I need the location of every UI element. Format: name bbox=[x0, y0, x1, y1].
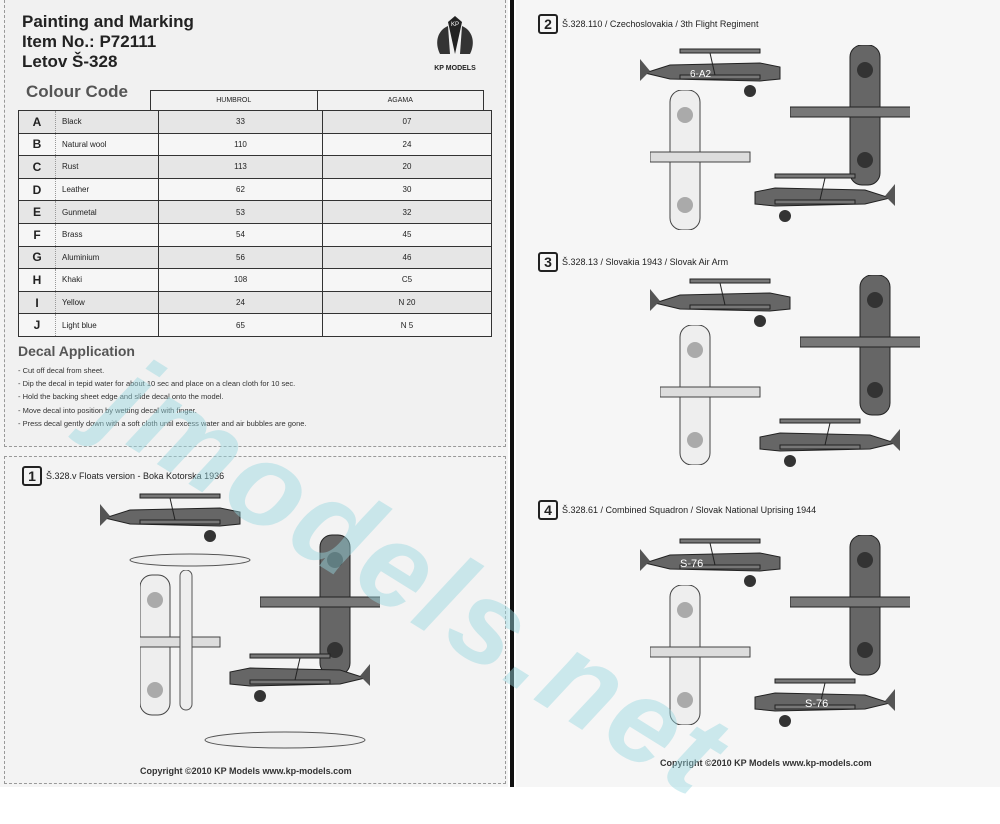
decal-steps: - Cut off decal from sheet. - Dip the de… bbox=[18, 364, 307, 430]
colour-humbrol: 62 bbox=[158, 178, 323, 202]
decal-step: - Hold the backing sheet edge and slide … bbox=[18, 392, 224, 402]
colour-agama: 24 bbox=[322, 133, 492, 157]
scheme-2-side-view-2 bbox=[754, 173, 896, 223]
scheme-2-side-view: 6-A2 bbox=[640, 48, 781, 98]
aircraft-code: S-76 bbox=[805, 698, 828, 710]
colour-humbrol: 56 bbox=[158, 246, 323, 270]
decal-step: - Dip the decal in tepid water for about… bbox=[18, 379, 296, 389]
header: Painting and Marking Item No.: P72111 Le… bbox=[22, 12, 194, 72]
scheme-number: 3 bbox=[538, 252, 558, 272]
scheme-4-side-view: S-76 bbox=[640, 538, 781, 588]
scheme-number: 4 bbox=[538, 500, 558, 520]
colour-code: G bbox=[18, 246, 56, 270]
colour-code: C bbox=[18, 155, 56, 179]
page-title: Painting and Marking bbox=[22, 12, 194, 31]
colour-code: J bbox=[18, 313, 56, 337]
scheme-4-top-view bbox=[790, 535, 910, 676]
colour-code: D bbox=[18, 178, 56, 202]
colour-code: H bbox=[18, 268, 56, 292]
item-number: Item No.: P72111 bbox=[22, 32, 157, 51]
colour-table-header: HUMBROL AGAMA bbox=[150, 90, 484, 111]
decal-step: - Press decal gently down with a soft cl… bbox=[18, 418, 307, 428]
scheme-1-title: 1 Š.328.v Floats version - Boka Kotorska … bbox=[22, 466, 224, 486]
colour-humbrol: 113 bbox=[158, 155, 323, 179]
colour-agama: N 5 bbox=[322, 313, 492, 337]
logo-text: KP MODELS bbox=[434, 65, 476, 72]
colour-code-title: Colour Code bbox=[26, 82, 128, 101]
colour-humbrol: 54 bbox=[158, 223, 323, 247]
colour-name: Gunmetal bbox=[55, 200, 159, 224]
col-agama: AGAMA bbox=[387, 97, 413, 104]
model-name: Letov Š-328 bbox=[22, 52, 118, 71]
scheme-1-side-view bbox=[100, 493, 251, 567]
scheme-2-title: 2 Š.328.110 / Czechoslovakia / 3th Flight… bbox=[538, 14, 758, 34]
scheme-1-side-view-2 bbox=[204, 653, 371, 749]
colour-name: Rust bbox=[55, 155, 159, 179]
decal-title: Decal Application bbox=[18, 343, 135, 359]
colour-agama: 07 bbox=[322, 110, 492, 134]
col-humbrol: HUMBROL bbox=[151, 91, 318, 111]
colour-agama: 30 bbox=[322, 178, 492, 202]
colour-name: Leather bbox=[55, 178, 159, 202]
decal-step: - Cut off decal from sheet. bbox=[18, 366, 105, 375]
scheme-number: 1 bbox=[22, 466, 42, 486]
colour-name: Khaki bbox=[55, 268, 159, 292]
scheme-3-side-view-2 bbox=[759, 418, 901, 468]
colour-agama: C5 bbox=[322, 268, 492, 292]
svg-text:KP: KP bbox=[451, 22, 459, 28]
colour-name: Brass bbox=[55, 223, 159, 247]
colour-code: E bbox=[18, 200, 56, 224]
scheme-4-side-view-2: S-76 bbox=[754, 678, 896, 728]
scheme-3-title: 3 Š.328.13 / Slovakia 1943 / Slovak Air A… bbox=[538, 252, 728, 272]
colour-name: Natural wool bbox=[55, 133, 159, 157]
aircraft-code: 6-A2 bbox=[690, 69, 712, 80]
colour-code: B bbox=[18, 133, 56, 157]
colour-name: Yellow bbox=[55, 291, 159, 315]
scheme-3-top-view bbox=[800, 275, 920, 416]
scheme-4-title: 4 Š.328.61 / Combined Squadron / Slovak N… bbox=[538, 500, 816, 520]
colour-agama: 32 bbox=[322, 200, 492, 224]
page-divider bbox=[510, 0, 514, 787]
scheme-title-text: Š.328.13 / Slovakia 1943 / Slovak Air Ar… bbox=[562, 257, 729, 267]
colour-agama: 46 bbox=[322, 246, 492, 270]
colour-agama: 45 bbox=[322, 223, 492, 247]
decal-step: - Move decal into position by wetting de… bbox=[18, 405, 197, 415]
copyright-right: Copyright ©2010 KP Models www.kp-models.… bbox=[660, 758, 872, 768]
kp-logo: KP KP MODELS bbox=[425, 12, 485, 72]
scheme-2-underside-view bbox=[650, 90, 751, 230]
colour-agama: 20 bbox=[322, 155, 492, 179]
scheme-number: 2 bbox=[538, 14, 558, 34]
aircraft-code: S-76 bbox=[680, 558, 703, 570]
colour-humbrol: 108 bbox=[158, 268, 323, 292]
colour-humbrol: 53 bbox=[158, 200, 323, 224]
colour-humbrol: 24 bbox=[158, 291, 323, 315]
colour-humbrol: 110 bbox=[158, 133, 323, 157]
colour-humbrol: 33 bbox=[158, 110, 323, 134]
colour-code: I bbox=[18, 291, 56, 315]
colour-agama: N 20 bbox=[322, 291, 492, 315]
colour-name: Light blue bbox=[55, 313, 159, 337]
colour-code: A bbox=[18, 110, 56, 134]
scheme-1-panel bbox=[4, 456, 506, 784]
scheme-1-underside-view bbox=[140, 570, 221, 716]
copyright-left: Copyright ©2010 KP Models www.kp-models.… bbox=[140, 766, 352, 776]
scheme-title-text: Š.328.v Floats version - Boka Kotorska 1… bbox=[46, 471, 225, 481]
colour-humbrol: 65 bbox=[158, 313, 323, 337]
colour-name: Black bbox=[55, 110, 159, 134]
scheme-title-text: Š.328.61 / Combined Squadron / Slovak Na… bbox=[562, 505, 817, 515]
scheme-title-text: Š.328.110 / Czechoslovakia / 3th Flight … bbox=[562, 19, 759, 29]
colour-code: F bbox=[18, 223, 56, 247]
colour-name: Aluminium bbox=[55, 246, 159, 270]
